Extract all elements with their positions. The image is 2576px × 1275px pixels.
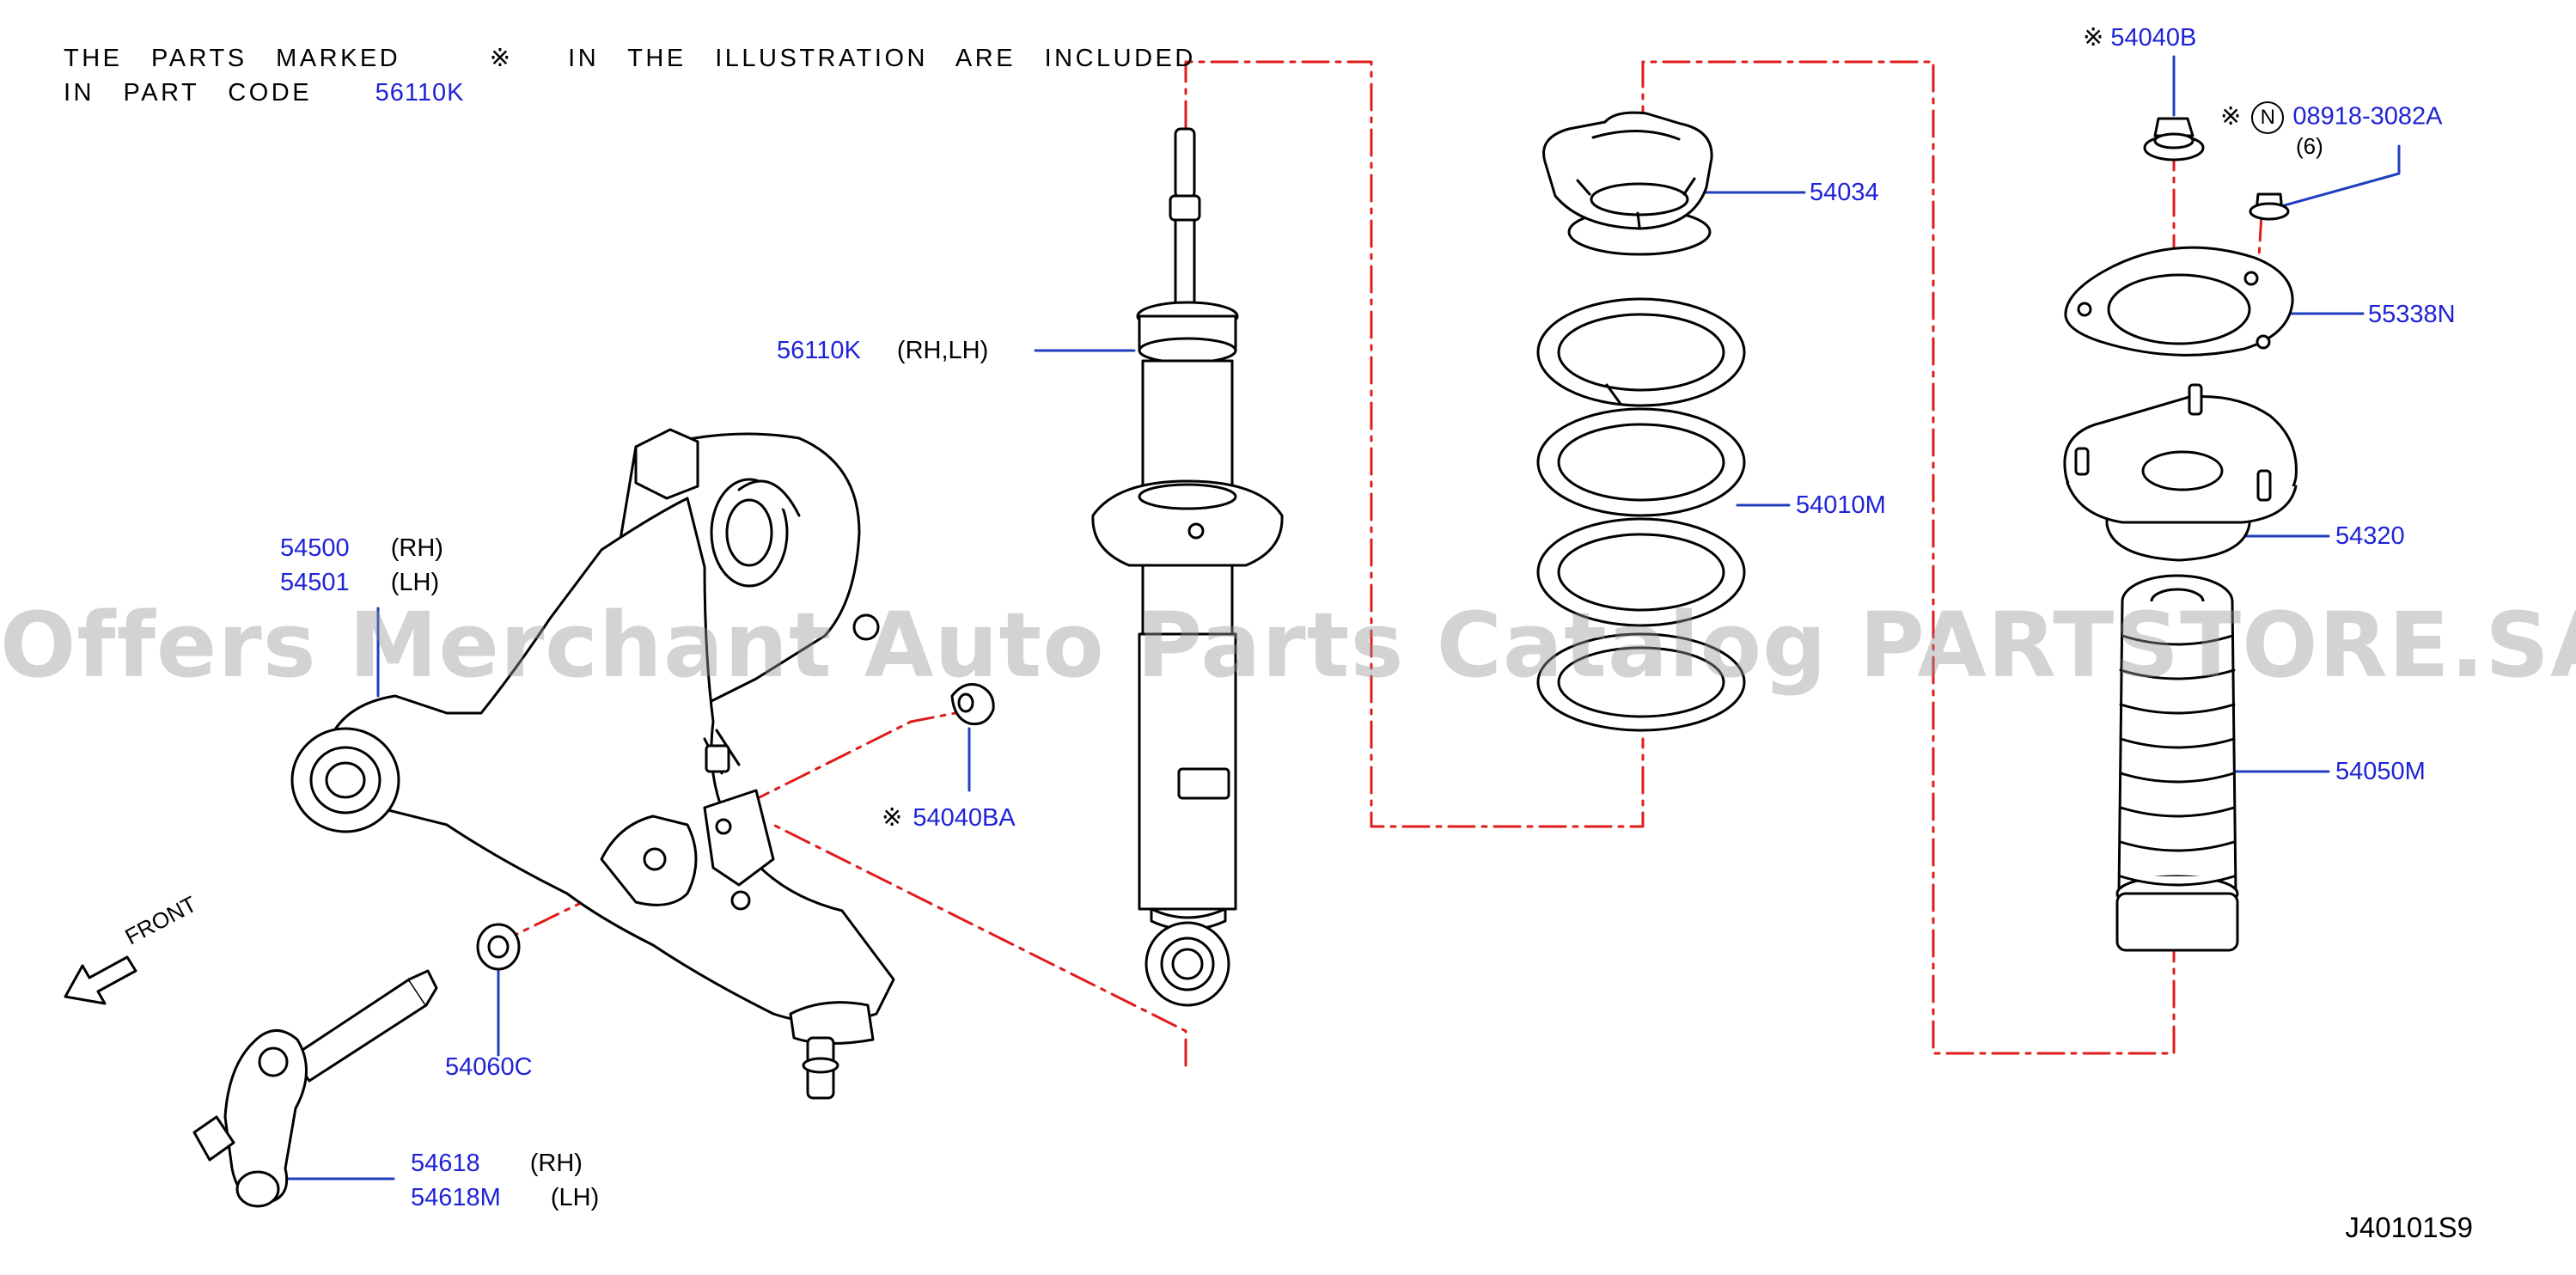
dust-boot bbox=[2115, 574, 2239, 952]
part-54618[interactable]: 54618 bbox=[411, 1150, 480, 1177]
washer bbox=[476, 923, 521, 971]
mount-plate bbox=[2064, 246, 2294, 357]
flange-nut bbox=[2249, 192, 2290, 221]
label-54040BA: ※ 54040BA bbox=[882, 804, 1016, 832]
part-54040BA[interactable]: 54040BA bbox=[913, 804, 1016, 832]
n-circle-icon: N bbox=[2251, 101, 2285, 134]
part-56110K[interactable]: 56110K bbox=[777, 337, 861, 364]
part-54010M[interactable]: 54010M bbox=[1796, 491, 1886, 519]
part-54320[interactable]: 54320 bbox=[2335, 522, 2405, 550]
part-54501[interactable]: 54501 bbox=[280, 569, 350, 596]
part-54500[interactable]: 54500 bbox=[280, 534, 350, 562]
side-54500: (RH) bbox=[390, 534, 443, 562]
label-54618M: 54618M (LH) bbox=[411, 1184, 599, 1211]
note-line1-b: IN THE ILLUSTRATION ARE INCLUDED bbox=[568, 45, 1196, 72]
front-arrow-icon bbox=[64, 955, 137, 1005]
mark-54040B: ※ bbox=[2083, 24, 2104, 52]
side-54618: (RH) bbox=[529, 1150, 583, 1177]
shock-absorber bbox=[1091, 127, 1284, 1007]
part-54050M[interactable]: 54050M bbox=[2335, 758, 2426, 785]
mark-54040BA: ※ bbox=[882, 804, 903, 832]
part-08918-3082A[interactable]: 08918-3082A bbox=[2292, 102, 2443, 131]
side-56110K: (RH,LH) bbox=[896, 337, 989, 364]
included-parts-note: THE PARTS MARKED ※ IN THE ILLUSTRATION A… bbox=[64, 41, 1196, 110]
qty-08918-3082A: (6) bbox=[2296, 133, 2323, 159]
note-line2-a: IN PART CODE bbox=[64, 79, 313, 107]
lower-control-arm bbox=[290, 428, 895, 1100]
part-54040B[interactable]: 54040B bbox=[2110, 24, 2197, 52]
leader-lines bbox=[284, 55, 2401, 1180]
watermark: Offers Merchant Auto Parts Catalog PARTS… bbox=[0, 593, 2576, 698]
diagram-id: J40101S9 bbox=[2345, 1211, 2473, 1243]
part-54034[interactable]: 54034 bbox=[1810, 179, 1879, 206]
top-nut bbox=[2143, 117, 2205, 162]
label-54040B: ※ 54040B bbox=[2083, 24, 2196, 52]
bushing bbox=[950, 683, 995, 726]
coil-spring bbox=[1536, 297, 1746, 732]
side-54501: (LH) bbox=[390, 569, 440, 596]
part-54060C[interactable]: 54060C bbox=[445, 1053, 533, 1081]
spring-upper-seat bbox=[1542, 111, 1713, 256]
note-part-code[interactable]: 56110K bbox=[375, 79, 465, 107]
stabilizer-link bbox=[192, 969, 438, 1208]
label-54618: 54618 (RH) bbox=[411, 1150, 583, 1177]
strut-mount bbox=[2063, 383, 2298, 562]
mark-08918-3082A: ※ bbox=[2220, 102, 2242, 131]
note-mark: ※ bbox=[489, 45, 514, 72]
part-54618M[interactable]: 54618M bbox=[411, 1184, 501, 1211]
side-54618M: (LH) bbox=[550, 1184, 600, 1211]
note-line1-a: THE PARTS MARKED bbox=[64, 45, 401, 72]
label-56110K: 56110K (RH,LH) bbox=[777, 337, 988, 364]
label-54500: 54500 (RH) bbox=[280, 534, 443, 562]
label-54501: 54501 (LH) bbox=[280, 569, 439, 596]
part-55338N[interactable]: 55338N bbox=[2368, 301, 2456, 328]
